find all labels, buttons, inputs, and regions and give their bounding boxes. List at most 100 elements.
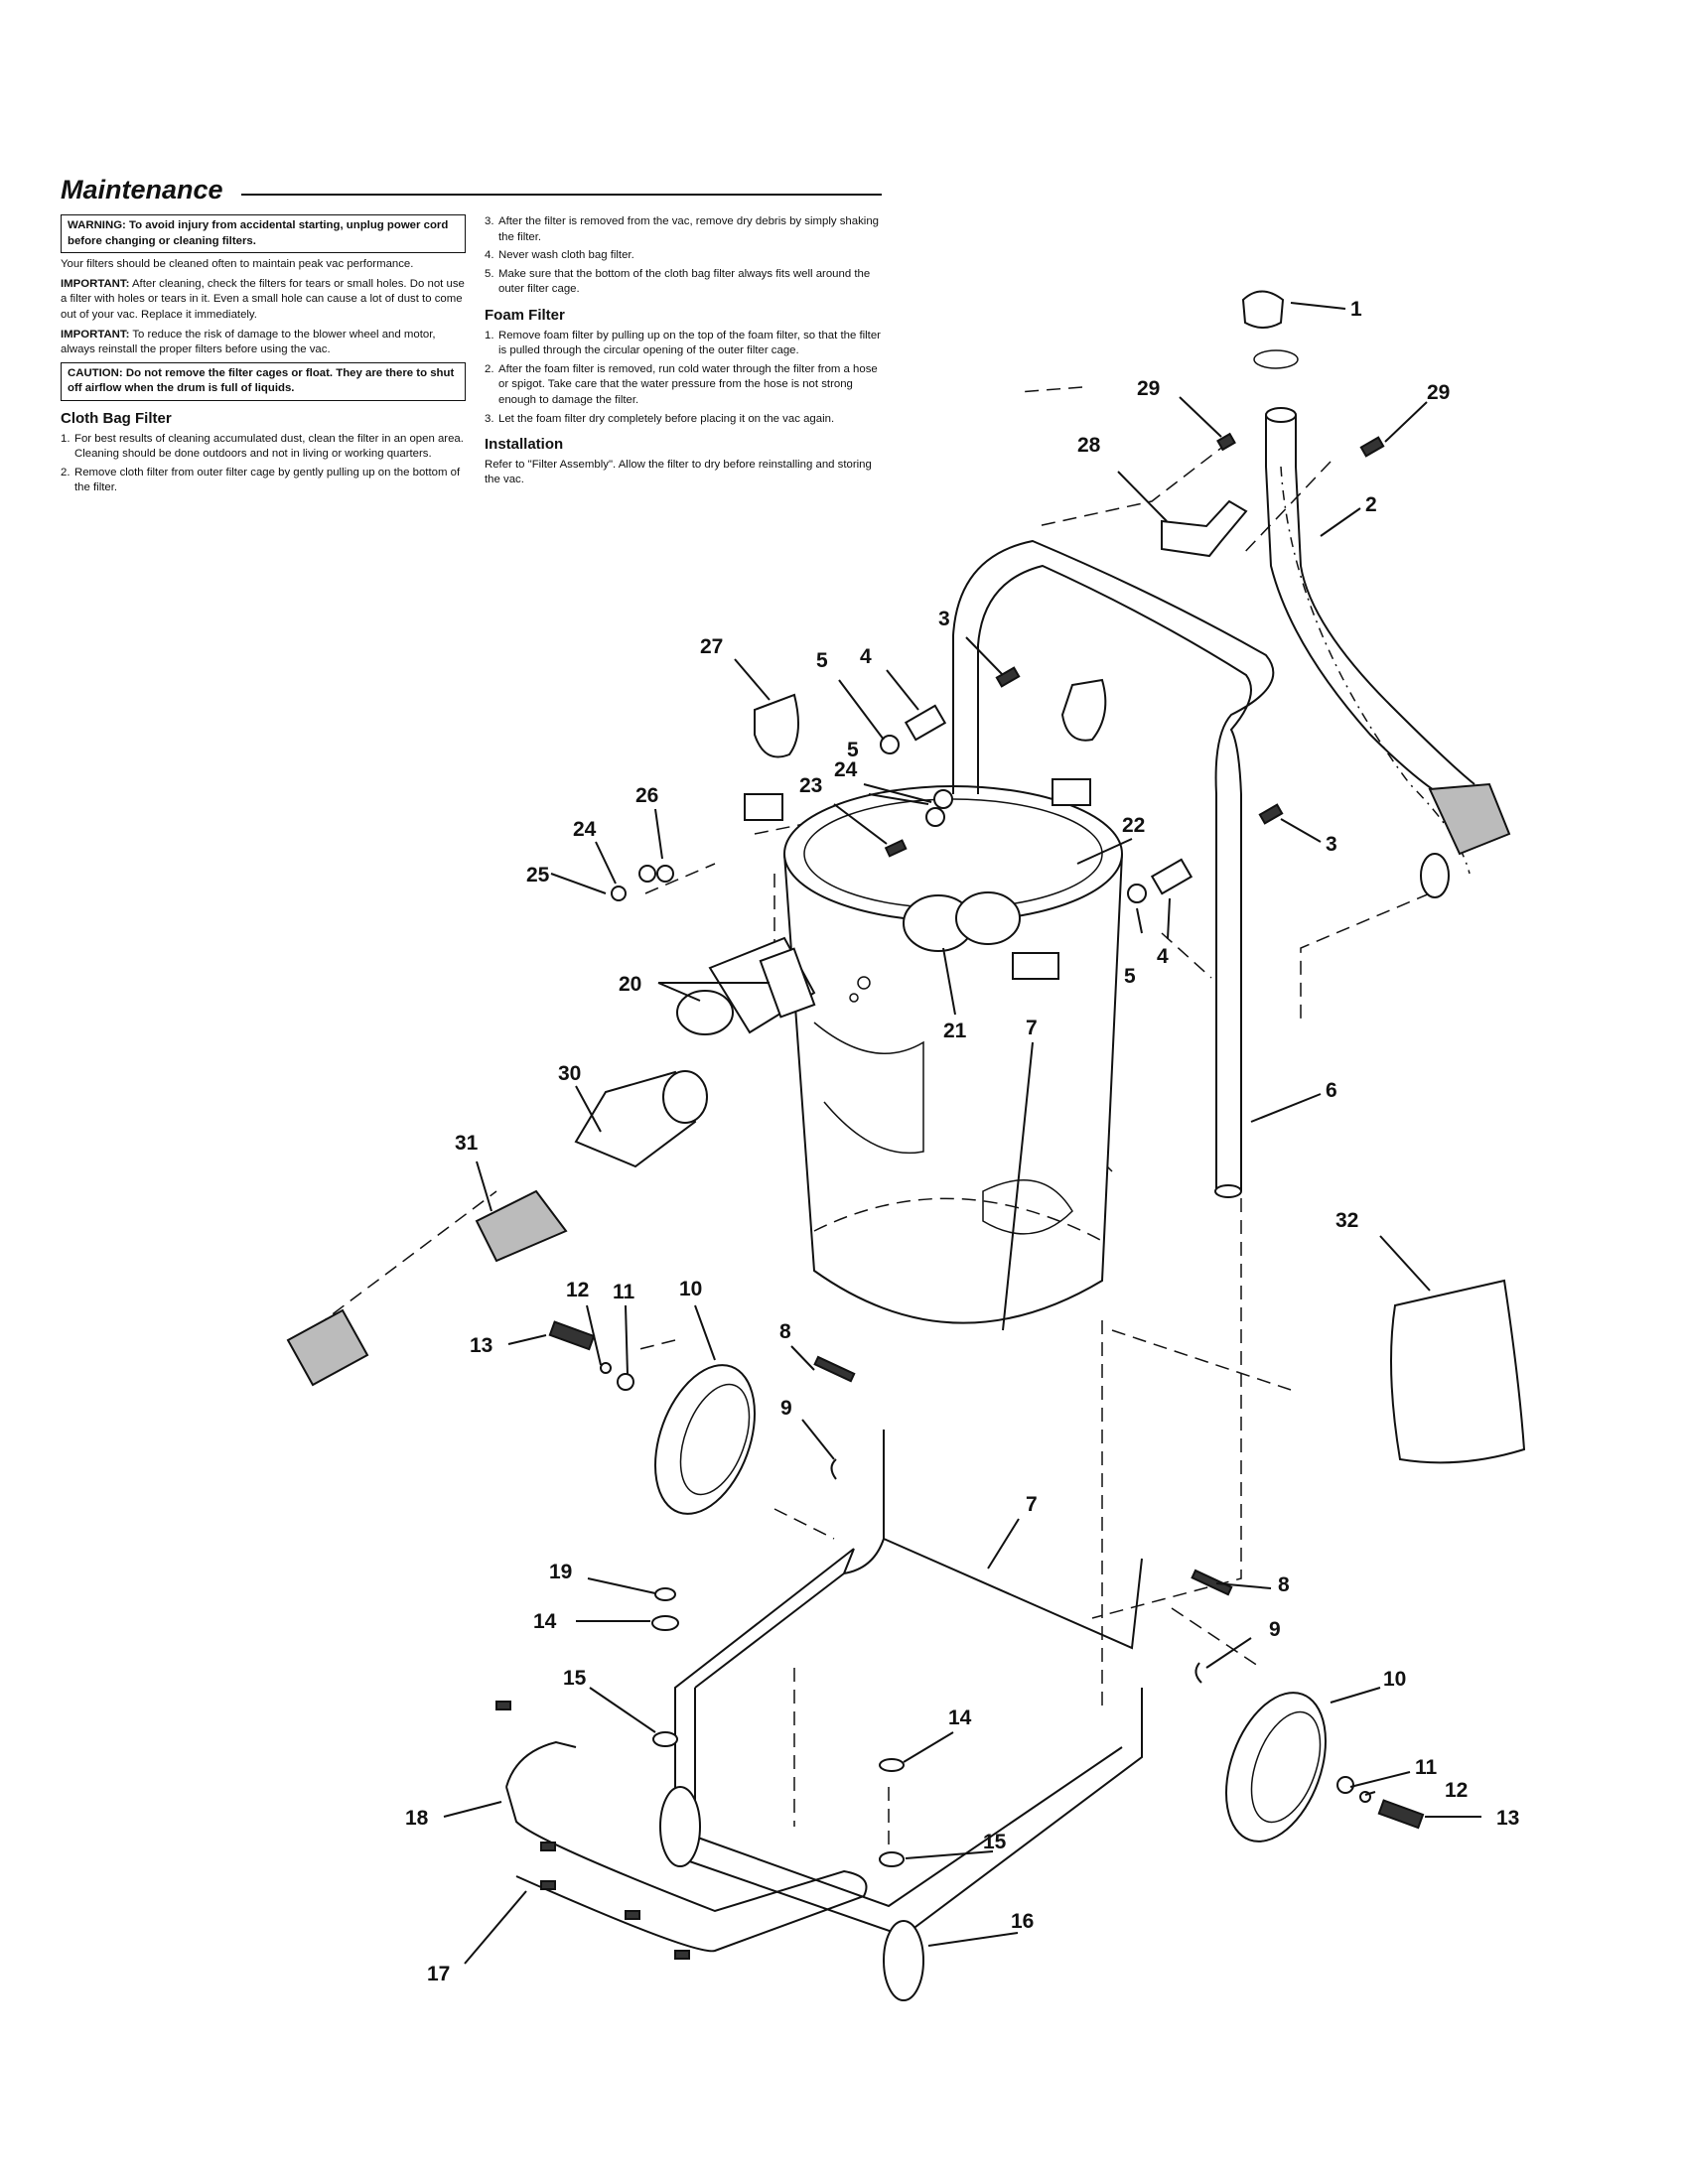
cart-frame bbox=[674, 1430, 1143, 1938]
callout-5: 5 bbox=[847, 739, 859, 761]
callout-13: 13 bbox=[470, 1334, 492, 1357]
list-item: 4. Never wash cloth bag filter. bbox=[485, 248, 882, 264]
callout-labels: 1 2 3 3 4 4 5 5 5 6 7 7 8 8 9 9 10 10 11… bbox=[405, 298, 1519, 1985]
assembly-guide-lines bbox=[297, 386, 1471, 1856]
callout-2: 2 bbox=[1365, 493, 1377, 516]
callout-20: 20 bbox=[619, 973, 641, 996]
step-text: After the filter is removed from the vac… bbox=[498, 215, 879, 243]
callout-15: 15 bbox=[563, 1667, 587, 1690]
step-text: Remove foam filter by pulling up on the … bbox=[498, 329, 881, 357]
list-item: 1.Remove foam filter by pulling up on th… bbox=[485, 329, 882, 359]
front-casters bbox=[651, 1587, 924, 2001]
callout-11: 11 bbox=[613, 1281, 635, 1303]
left-column: WARNING: To avoid injury from accidental… bbox=[61, 214, 466, 499]
step-number: 5. bbox=[485, 267, 494, 280]
step-number: 3. bbox=[485, 412, 494, 425]
important-note-1: IMPORTANT: After cleaning, check the fil… bbox=[61, 277, 466, 324]
foam-steps-list: 1.Remove foam filter by pulling up on th… bbox=[485, 329, 882, 428]
section-title: Maintenance bbox=[61, 175, 223, 205]
callout-11: 11 bbox=[1415, 1756, 1438, 1779]
callout-31: 31 bbox=[455, 1132, 479, 1155]
callout-3: 3 bbox=[1326, 833, 1337, 856]
step-text: Never wash cloth bag filter. bbox=[498, 249, 634, 262]
step-text: Let the foam filter dry completely befor… bbox=[498, 412, 835, 425]
callout-7: 7 bbox=[1026, 1493, 1038, 1516]
cloth-steps-continued: 3.After the filter is removed from the v… bbox=[485, 214, 882, 298]
rear-wheel-left bbox=[654, 1364, 756, 1515]
important-label: IMPORTANT: bbox=[61, 328, 130, 341]
step-number: 2. bbox=[485, 362, 494, 375]
important-label: IMPORTANT: bbox=[61, 277, 130, 290]
callout-25: 25 bbox=[526, 864, 550, 887]
foam-filter-heading: Foam Filter bbox=[485, 306, 565, 324]
upper-hose bbox=[1265, 407, 1511, 898]
callout-30: 30 bbox=[558, 1062, 581, 1085]
step-number: 4. bbox=[485, 249, 494, 262]
axle-hardware bbox=[548, 1320, 1425, 1830]
callout-leaders bbox=[443, 302, 1481, 1965]
handle-tube bbox=[952, 539, 1275, 1191]
caution-box: CAUTION: Do not remove the filter cages … bbox=[61, 361, 466, 401]
callout-24: 24 bbox=[573, 818, 597, 841]
rear-wheel-right bbox=[1225, 1692, 1327, 1843]
list-item: 3.After the filter is removed from the v… bbox=[485, 214, 882, 245]
callout-9: 9 bbox=[1269, 1618, 1281, 1641]
callout-4: 4 bbox=[1157, 945, 1169, 968]
inlet-assembly bbox=[574, 936, 816, 1168]
cloth-bag-heading: Cloth Bag Filter bbox=[61, 409, 172, 427]
callout-10: 10 bbox=[1383, 1668, 1406, 1691]
callout-6: 6 bbox=[1326, 1079, 1337, 1102]
drum-hardware bbox=[611, 666, 1284, 903]
callout-1: 1 bbox=[1350, 298, 1362, 321]
installation-text: Refer to "Filter Assembly". Allow the fi… bbox=[485, 458, 872, 486]
callout-27: 27 bbox=[700, 635, 723, 658]
drum-latches bbox=[744, 778, 1091, 980]
callout-5: 5 bbox=[1124, 965, 1136, 988]
callout-9: 9 bbox=[780, 1397, 792, 1420]
step-number: 1. bbox=[61, 432, 70, 445]
callout-5: 5 bbox=[816, 649, 828, 672]
callout-29: 29 bbox=[1427, 381, 1450, 404]
important-text: To reduce the risk of damage to the blow… bbox=[61, 328, 436, 356]
list-item: 3. Let the foam filter dry completely bef… bbox=[485, 412, 882, 428]
intro-text: Your filters should be cleaned often to … bbox=[61, 258, 414, 271]
list-item: 5.Make sure that the bottom of the cloth… bbox=[485, 267, 882, 298]
handle-end-cap bbox=[1214, 1184, 1242, 1198]
callout-8: 8 bbox=[779, 1320, 791, 1343]
callout-29: 29 bbox=[1137, 377, 1160, 400]
step-text: Remove cloth filter from outer filter ca… bbox=[74, 466, 461, 494]
filter-clips bbox=[754, 678, 1107, 758]
warning-box: WARNING: To avoid injury from accidental… bbox=[61, 214, 466, 254]
lower-hose bbox=[286, 1189, 568, 1387]
callout-26: 26 bbox=[635, 784, 658, 807]
mounting-bracket bbox=[1161, 499, 1248, 558]
callout-15: 15 bbox=[983, 1831, 1007, 1853]
vacuum-drum bbox=[783, 785, 1123, 1324]
installation-heading: Installation bbox=[485, 436, 564, 454]
list-item: 1.For best results of cleaning accumulat… bbox=[61, 432, 466, 463]
callout-23: 23 bbox=[799, 774, 822, 797]
callout-21: 21 bbox=[943, 1020, 967, 1042]
callout-17: 17 bbox=[427, 1963, 450, 1985]
step-text: After the foam filter is removed, run co… bbox=[498, 362, 878, 406]
callout-14: 14 bbox=[533, 1610, 557, 1633]
important-text: After cleaning, check the filters for te… bbox=[61, 277, 465, 321]
hose-plug bbox=[1241, 290, 1299, 369]
callout-13: 13 bbox=[1496, 1807, 1519, 1830]
callout-18: 18 bbox=[405, 1807, 429, 1830]
list-item: 2.Remove cloth filter from outer filter … bbox=[61, 466, 466, 496]
callout-3: 3 bbox=[938, 608, 950, 630]
callout-8: 8 bbox=[1278, 1573, 1290, 1596]
important-note-2: IMPORTANT: To reduce the risk of damage … bbox=[61, 328, 466, 358]
hardware-bag bbox=[1390, 1279, 1526, 1464]
cloth-steps-list: 1.For best results of cleaning accumulat… bbox=[61, 432, 466, 496]
front-bumper bbox=[495, 1701, 868, 1960]
bracket-screws bbox=[1216, 432, 1385, 458]
callout-12: 12 bbox=[566, 1279, 589, 1301]
callout-28: 28 bbox=[1077, 434, 1101, 457]
callout-19: 19 bbox=[549, 1561, 572, 1583]
title-rule bbox=[241, 194, 882, 196]
callout-7: 7 bbox=[1026, 1017, 1038, 1039]
list-item: 2. After the foam filter is removed, run … bbox=[485, 362, 882, 409]
